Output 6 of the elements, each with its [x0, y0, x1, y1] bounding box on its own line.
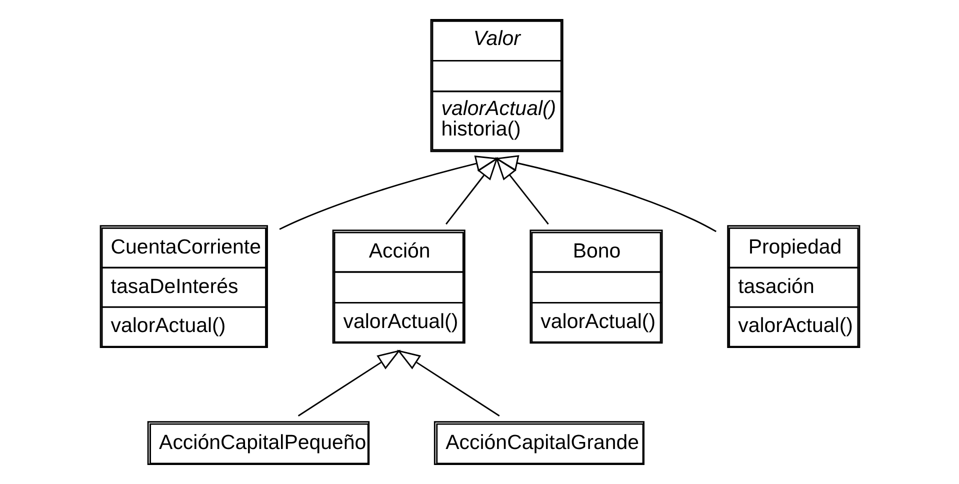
arrow — [494, 156, 548, 225]
arrow — [396, 350, 500, 416]
arrow — [278, 156, 498, 230]
arrow — [297, 350, 400, 416]
arrow — [445, 156, 498, 225]
arrow — [494, 155, 716, 232]
